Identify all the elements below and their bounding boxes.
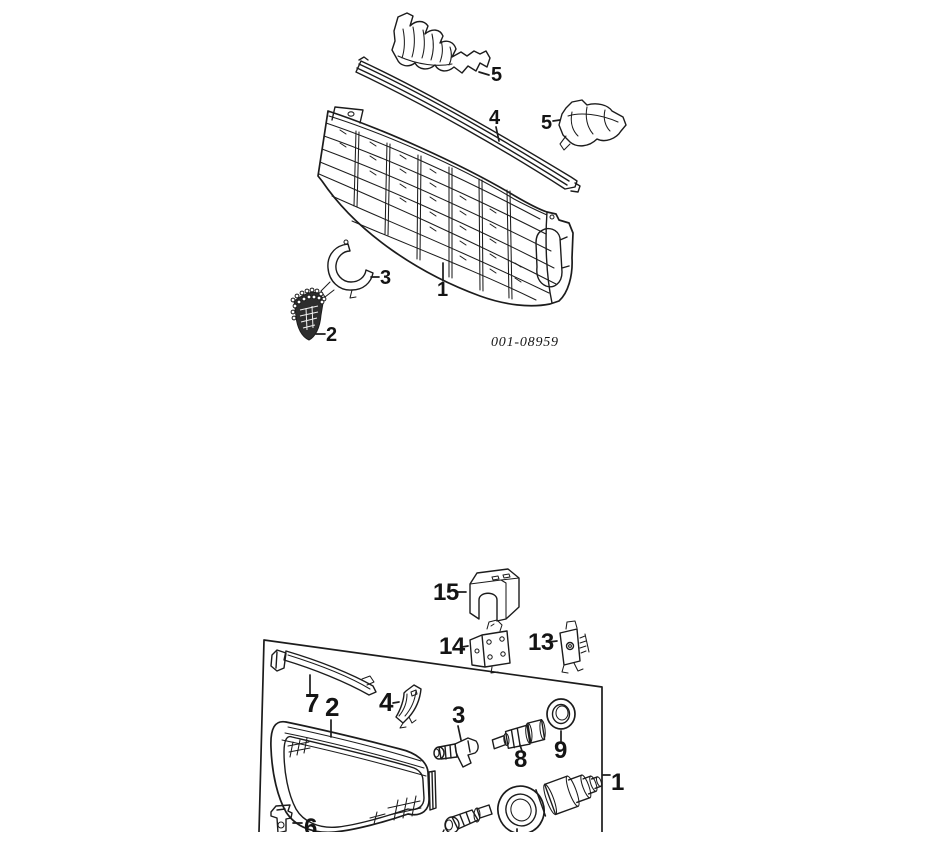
grille-emblem-part [290, 287, 327, 341]
leader-adjuster [548, 640, 558, 643]
grille-part [317, 106, 574, 307]
callout-top-bracket: 5 [491, 64, 502, 86]
leader-header-bar [495, 126, 500, 142]
headlamp-retaining-ring-part [546, 698, 576, 730]
headlamp-lower-bulb-part [442, 804, 493, 832]
headlamp-adjuster-part [559, 620, 590, 674]
headlamp-assembly-box [258, 639, 603, 832]
grille-side-bracket-part [558, 99, 627, 151]
callout-mount-bracket: 14 [439, 633, 466, 660]
callout-grille: 1 [437, 279, 448, 301]
callout-socket: 8 [514, 746, 527, 773]
callout-clip: 4 [379, 687, 394, 717]
callout-emblem: 2 [326, 324, 337, 346]
headlamp-bulb-part [433, 737, 479, 768]
grille-top-bracket-part [391, 12, 491, 74]
callout-bracket: 6 [304, 814, 317, 832]
headlamp-trim-strip-part [270, 649, 377, 696]
leader-side-bracket [552, 119, 561, 122]
grille-diagram: 5 4 5 3 1 2 001-08959 [280, 0, 630, 360]
callout-assembly: 1 [611, 769, 624, 796]
callout-retainer-clip: 3 [380, 267, 391, 289]
headlamp-callouts: 15 14 13 7 2 4 3 8 9 6 1 [292, 579, 625, 832]
headlamp-socket-part [491, 718, 546, 750]
callout-retaining-ring: 9 [554, 737, 567, 764]
leader-mount-bracket [461, 645, 469, 648]
leader-socket [519, 744, 523, 752]
leader-top-bracket [478, 71, 490, 76]
part-code: 001-08959 [491, 335, 559, 350]
leader-bulb [457, 725, 462, 741]
callout-header-bar: 4 [489, 107, 501, 129]
grille-header-bar-part [355, 56, 581, 193]
headlamp-lens-part [270, 720, 437, 832]
headlamp-main-socket-part [497, 774, 603, 832]
headlamp-clip-part [395, 684, 422, 729]
callout-side-bracket: 5 [541, 112, 552, 134]
grille-retainer-clip-part [320, 239, 374, 299]
headlamp-bracket-part [270, 804, 293, 832]
headlamp-diagram-canvas: 15 14 13 7 2 4 3 8 9 6 1 [258, 568, 625, 832]
leader-clip [392, 701, 400, 704]
headlamp-mount-bracket-part [469, 619, 511, 674]
headlamp-cover-part [469, 568, 520, 622]
callout-trim-strip: 7 [305, 688, 319, 718]
grille-diagram-canvas: 5 4 5 3 1 2 001-08959 [290, 12, 627, 350]
callout-bulb: 3 [452, 702, 465, 729]
headlamp-diagram: 15 14 13 7 2 4 3 8 9 6 1 [235, 555, 635, 832]
grille-callouts: 5 4 5 3 1 2 001-08959 [315, 64, 561, 350]
callout-cover: 15 [433, 579, 459, 606]
callout-lens: 2 [325, 692, 339, 722]
callout-adjuster: 13 [528, 629, 554, 656]
